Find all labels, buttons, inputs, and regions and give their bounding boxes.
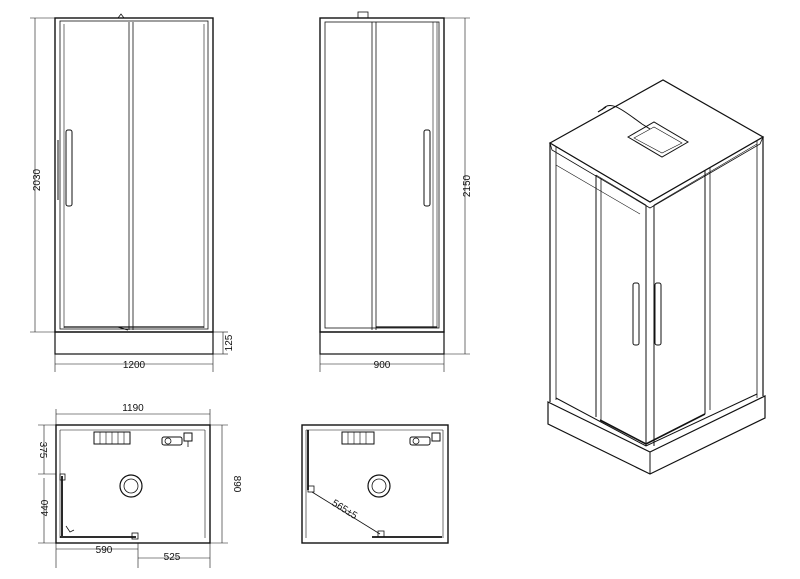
plan-a-depth-label: 890 — [231, 476, 242, 493]
side-frame — [319, 17, 445, 333]
plan-a-opening-label: 590 — [96, 545, 113, 556]
plan-view-b: 565±5 — [301, 424, 449, 544]
plan-a-offset-label: 375 — [37, 442, 48, 459]
plan-b-diagonal-label: 565±5 — [330, 498, 360, 522]
plan-b-basket — [341, 431, 375, 445]
plan-a-door-label: 440 — [40, 499, 51, 516]
side-handle — [423, 129, 431, 207]
iso-tray — [547, 395, 766, 475]
isometric-view — [547, 79, 766, 475]
plan-b-valve — [409, 432, 441, 446]
front-tray — [54, 331, 214, 355]
plan-a-outline — [55, 424, 211, 544]
iso-hose — [601, 104, 651, 130]
iso-handle-left — [632, 282, 640, 346]
side-elevation: 2150 900 — [319, 11, 473, 372]
front-width-label: 1200 — [123, 360, 146, 371]
side-height-label: 2150 — [462, 174, 473, 197]
iso-roof — [548, 79, 765, 203]
plan-a-valve — [161, 432, 193, 447]
plan-view-a: 1190 890 375 440 590 525 — [37, 403, 242, 568]
plan-b-diagonal — [311, 491, 381, 535]
plan-b-drain — [367, 474, 391, 498]
front-tray-label: 125 — [224, 334, 235, 351]
side-tray — [319, 331, 445, 355]
front-handle — [65, 129, 73, 207]
plan-a-drain — [119, 474, 143, 498]
front-elevation: 2030 125 1200 — [30, 13, 235, 372]
plan-a-panel-label: 525 — [164, 552, 181, 563]
plan-b-outline — [301, 424, 449, 544]
iso-handle-right — [654, 282, 662, 346]
side-width-label: 900 — [374, 360, 391, 371]
plan-a-width-label: 1190 — [122, 403, 144, 414]
front-frame — [54, 17, 214, 333]
front-height-label: 2030 — [32, 168, 43, 191]
iso-roof-panel — [627, 121, 689, 158]
